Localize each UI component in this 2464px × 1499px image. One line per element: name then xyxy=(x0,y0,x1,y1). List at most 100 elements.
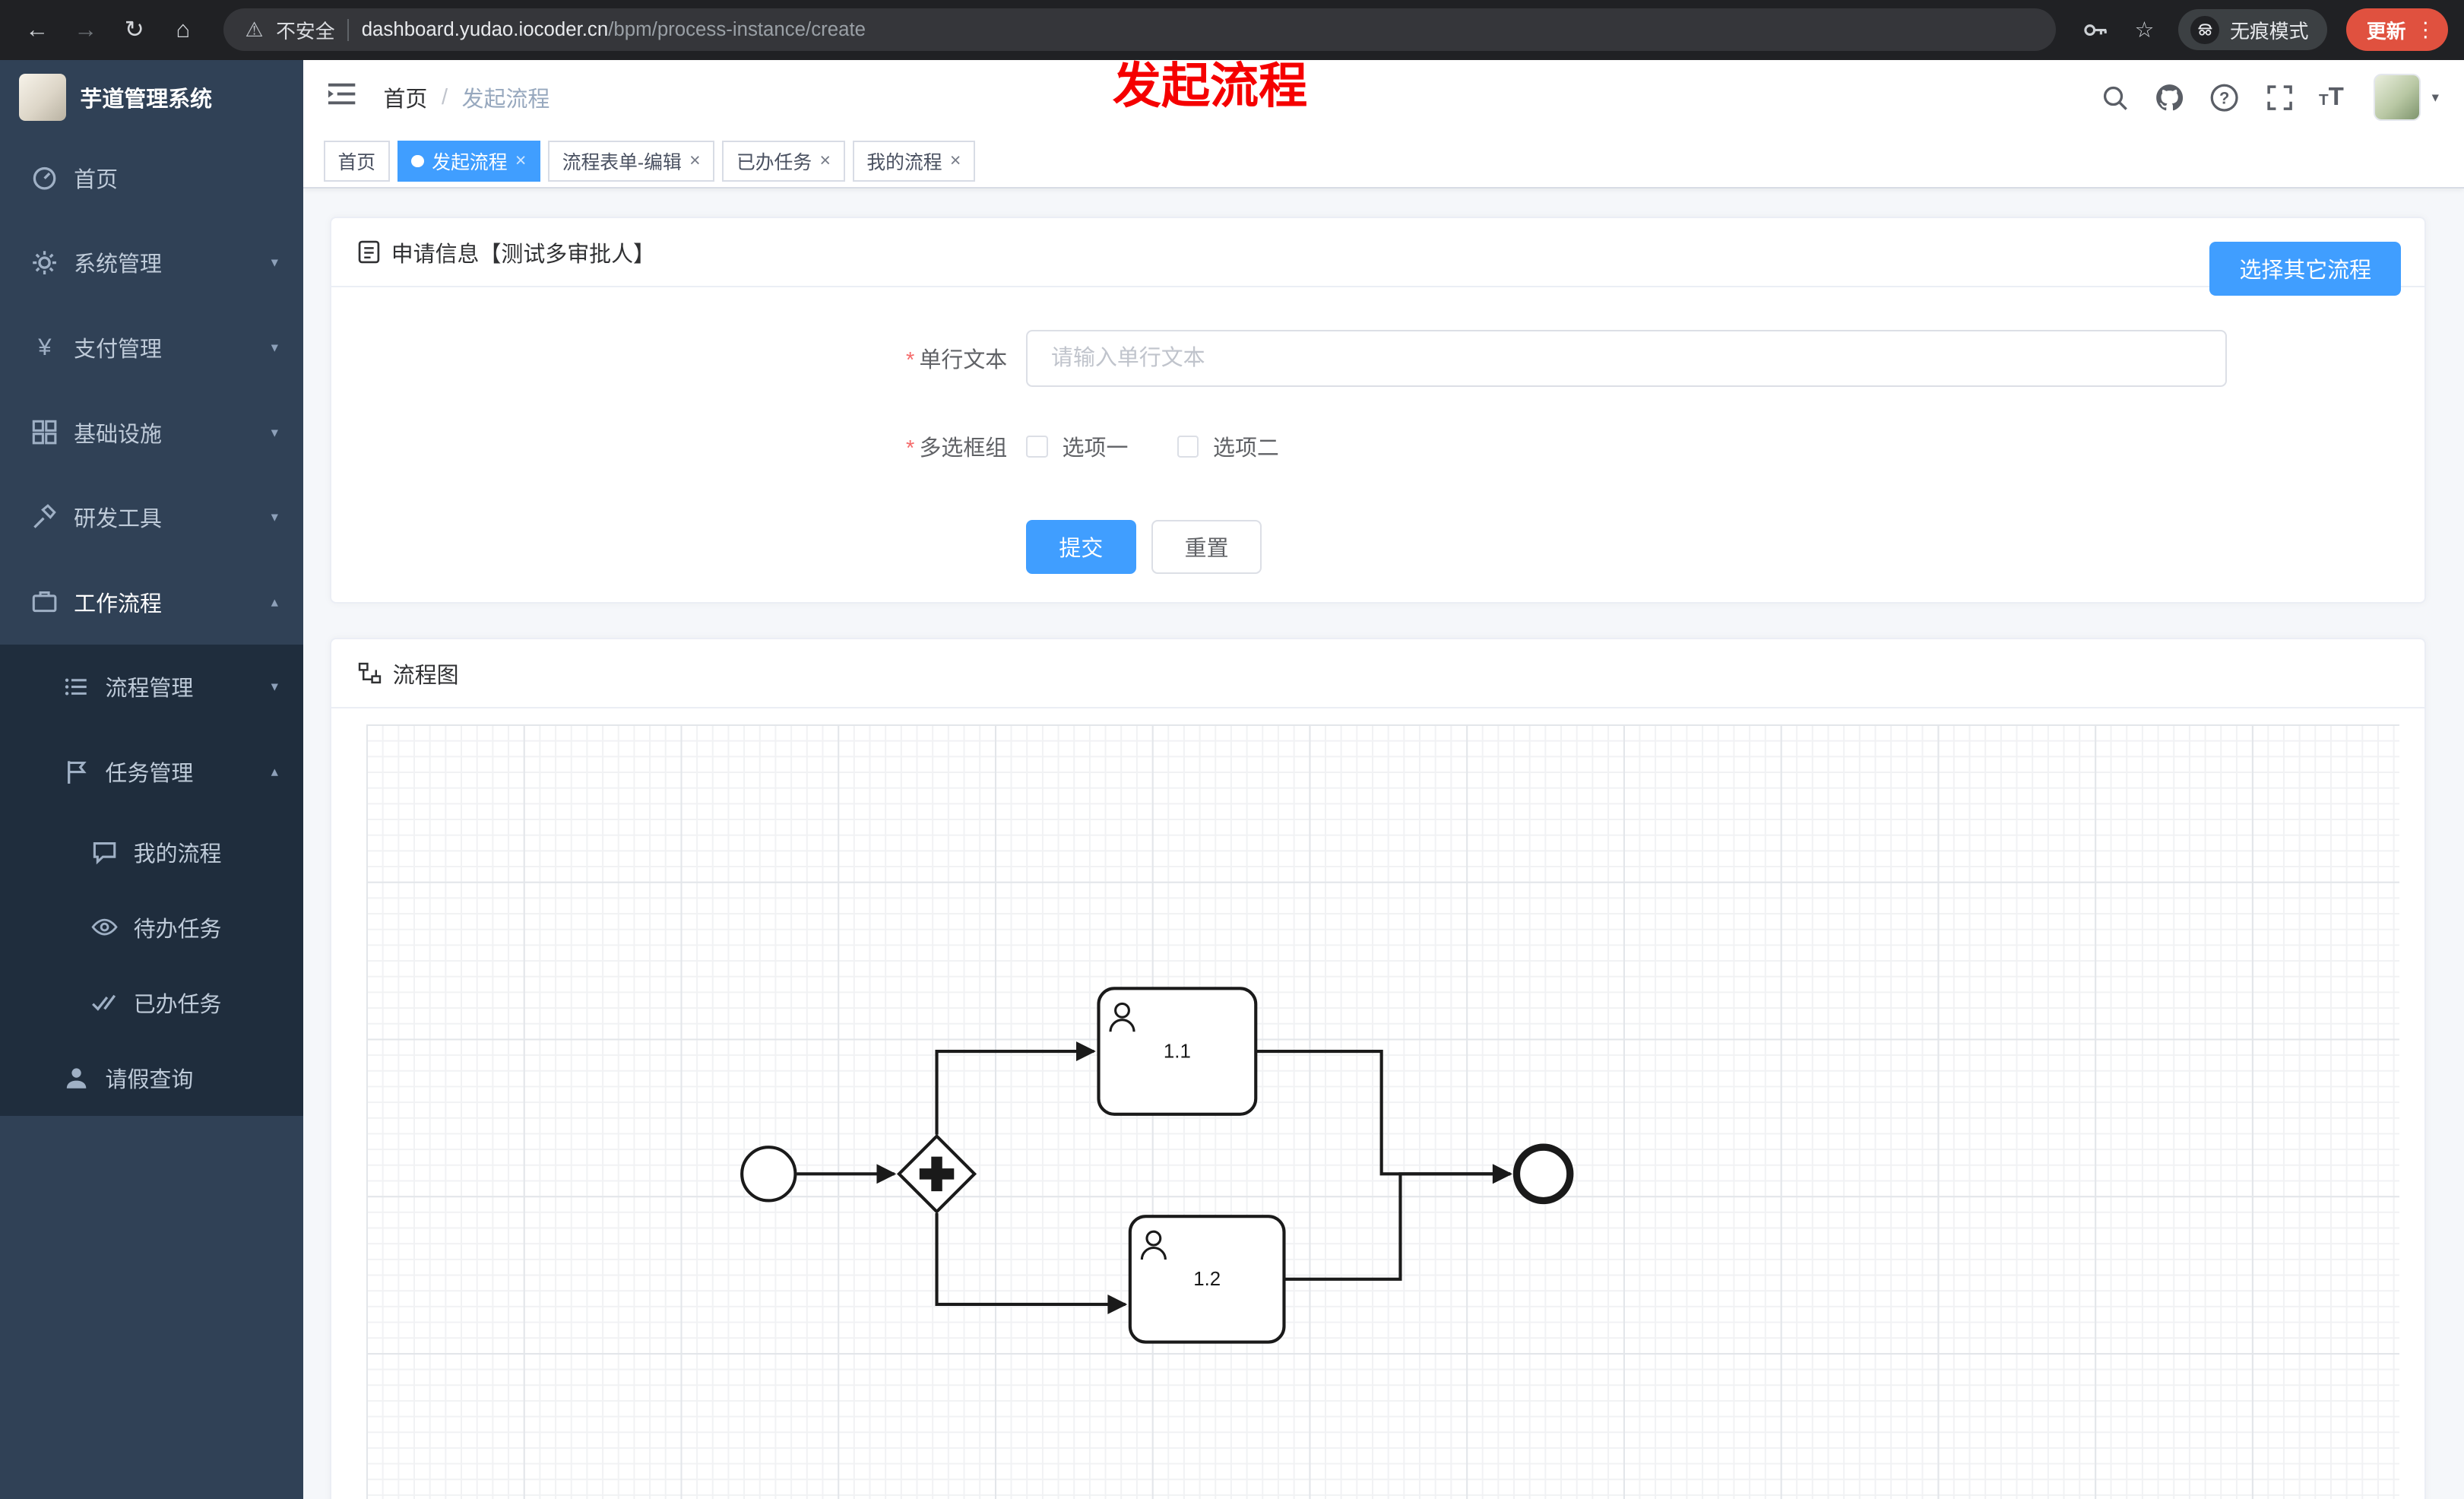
back-icon[interactable]: ← xyxy=(25,16,49,43)
sidebar-item-pending-tasks[interactable]: 待办任务 xyxy=(0,889,303,965)
tab-done-tasks[interactable]: 已办任务 × xyxy=(722,141,845,182)
bookmark-star-icon[interactable]: ☆ xyxy=(2134,17,2155,43)
task-label: 1.2 xyxy=(1193,1269,1221,1290)
refresh-icon[interactable]: ↻ xyxy=(124,16,144,43)
flow-task2-to-end xyxy=(1284,1164,1512,1282)
chevron-down-icon: ▾ xyxy=(271,423,278,440)
top-header: 首页 / 发起流程 ? TT ▾ xyxy=(303,59,2464,135)
chat-icon xyxy=(91,838,118,865)
not-secure-icon: ⚠ xyxy=(245,17,264,41)
sidebar-item-task-mgmt[interactable]: 任务管理 ▴ xyxy=(0,729,303,814)
url-path: /bpm/process-instance/create xyxy=(608,18,866,40)
sidebar-item-label: 待办任务 xyxy=(133,917,222,942)
logo-avatar xyxy=(18,74,66,122)
incognito-label: 无痕模式 xyxy=(2230,21,2309,43)
breadcrumb-home[interactable]: 首页 xyxy=(383,87,428,113)
breadcrumb-current: 发起流程 xyxy=(461,87,550,113)
close-icon[interactable]: × xyxy=(819,150,831,171)
fullscreen-icon[interactable] xyxy=(2264,82,2295,113)
update-button[interactable]: 更新 ⋮ xyxy=(2346,8,2449,52)
tabs-bar: 首页 发起流程 × 流程表单-编辑 × 已办任务 × 我的流程 × xyxy=(303,135,2464,189)
sidebar-item-leave-query[interactable]: 请假查询 xyxy=(0,1041,303,1116)
list-icon xyxy=(63,673,90,700)
close-icon[interactable]: × xyxy=(515,150,527,171)
start-event xyxy=(740,1146,797,1203)
address-bar[interactable]: ⚠ 不安全 dashboard.yudao.iocoder.cn/bpm/pro… xyxy=(223,8,2056,52)
person-icon xyxy=(63,1065,90,1092)
required-asterisk: * xyxy=(906,348,915,373)
sidebar-item-infrastructure[interactable]: 基础设施 ▾ xyxy=(0,390,303,475)
checkbox-icon[interactable] xyxy=(1177,435,1199,458)
sidebar-item-devtools[interactable]: 研发工具 ▾ xyxy=(0,474,303,559)
workflow-submenu: 流程管理 ▾ 任务管理 ▴ 我的流程 待办任务 已办任务 xyxy=(0,644,304,1116)
text-field-row: *单行文本 xyxy=(331,330,2227,387)
checkbox-option-2[interactable]: 选项二 xyxy=(1177,430,1279,462)
sidebar-item-label: 工作流程 xyxy=(74,591,162,616)
single-line-text-input[interactable] xyxy=(1026,330,2227,387)
breadcrumb-separator: / xyxy=(441,84,448,109)
sidebar-item-label: 我的流程 xyxy=(133,841,222,867)
font-size-icon[interactable]: TT xyxy=(2318,83,2344,112)
help-icon[interactable]: ? xyxy=(2209,82,2240,113)
chevron-down-icon: ▾ xyxy=(271,509,278,525)
tools-icon xyxy=(31,503,58,531)
sidebar-item-workflow[interactable]: 工作流程 ▴ xyxy=(0,559,303,645)
sidebar-item-system[interactable]: 系统管理 ▾ xyxy=(0,220,303,305)
tab-create-process[interactable]: 发起流程 × xyxy=(397,141,540,182)
flow-diagram-card: 流程图 xyxy=(330,638,2427,1499)
sidebar-item-label: 已办任务 xyxy=(133,993,222,1017)
browser-chrome: ← → ↻ ⌂ ⚠ 不安全 dashboard.yudao.iocoder.cn… xyxy=(0,0,2464,60)
dashboard-icon xyxy=(31,164,58,191)
tab-home[interactable]: 首页 xyxy=(323,141,390,182)
github-icon[interactable] xyxy=(2154,82,2185,113)
home-icon[interactable]: ⌂ xyxy=(176,16,191,43)
sidebar-item-label: 任务管理 xyxy=(105,762,194,787)
submit-button[interactable]: 提交 xyxy=(1026,520,1136,574)
flow-gateway-to-task1 xyxy=(935,1041,1096,1135)
checkbox-option-1[interactable]: 选项一 xyxy=(1026,430,1128,462)
bpmn-diagram: 1.1 1.2 xyxy=(740,987,1574,1344)
sidebar: 芋道管理系统 首页 系统管理 ▾ ¥ 支付管理 ▾ 基础设施 ▾ 研发工具 ▾ xyxy=(0,59,304,1499)
sidebar-item-process-mgmt[interactable]: 流程管理 ▾ xyxy=(0,645,303,730)
select-other-process-button[interactable]: 选择其它流程 xyxy=(2209,242,2402,296)
sidebar-item-my-process[interactable]: 我的流程 xyxy=(0,814,303,889)
sidebar-item-done-tasks[interactable]: 已办任务 xyxy=(0,965,303,1040)
tab-my-process[interactable]: 我的流程 × xyxy=(852,141,975,182)
task-label: 1.1 xyxy=(1164,1041,1191,1062)
incognito-badge: 无痕模式 xyxy=(2177,9,2328,51)
chevron-up-icon: ▴ xyxy=(271,763,278,780)
close-icon[interactable]: × xyxy=(689,150,701,171)
reset-button[interactable]: 重置 xyxy=(1151,520,1262,574)
flow-diagram-title: 流程图 xyxy=(392,663,459,688)
password-key-icon[interactable] xyxy=(2074,8,2117,51)
end-event xyxy=(1512,1143,1574,1205)
main-content: 申请信息【测试多审批人】 选择其它流程 *单行文本 *多选框组 选项一 选项二 xyxy=(303,189,2464,1499)
apply-info-header: 申请信息【测试多审批人】 xyxy=(331,218,2425,288)
document-icon xyxy=(358,240,380,264)
close-icon[interactable]: × xyxy=(949,150,961,171)
security-label: 不安全 xyxy=(276,21,335,43)
collapse-sidebar-icon[interactable] xyxy=(327,81,356,113)
url-text: dashboard.yudao.iocoder.cn/bpm/process-i… xyxy=(362,19,866,41)
grid-icon xyxy=(31,419,58,445)
form-actions-row: 提交 重置 xyxy=(331,518,1262,575)
apply-info-title: 申请信息【测试多审批人】 xyxy=(391,242,655,267)
chevron-down-icon: ▾ xyxy=(271,338,278,355)
chevron-down-icon: ▾ xyxy=(271,254,278,271)
checkbox-group-row: *多选框组 选项一 选项二 xyxy=(331,418,1328,474)
search-icon[interactable] xyxy=(2099,82,2130,113)
checkbox-icon[interactable] xyxy=(1026,435,1048,458)
checkbox-label: 选项一 xyxy=(1062,436,1129,461)
tab-form-edit[interactable]: 流程表单-编辑 × xyxy=(548,141,715,182)
sidebar-item-payment[interactable]: ¥ 支付管理 ▾ xyxy=(0,305,303,390)
bpmn-canvas[interactable]: 1.1 1.2 xyxy=(366,724,2400,1499)
forward-icon[interactable]: → xyxy=(74,16,98,43)
double-check-icon xyxy=(91,989,118,1016)
browser-menu-icon[interactable]: ⋮ xyxy=(2415,17,2436,41)
active-dot xyxy=(411,154,424,168)
sidebar-item-home[interactable]: 首页 xyxy=(0,135,303,220)
user-menu[interactable]: ▾ xyxy=(2374,74,2439,122)
tab-label: 首页 xyxy=(337,152,376,173)
required-asterisk: * xyxy=(906,436,915,461)
